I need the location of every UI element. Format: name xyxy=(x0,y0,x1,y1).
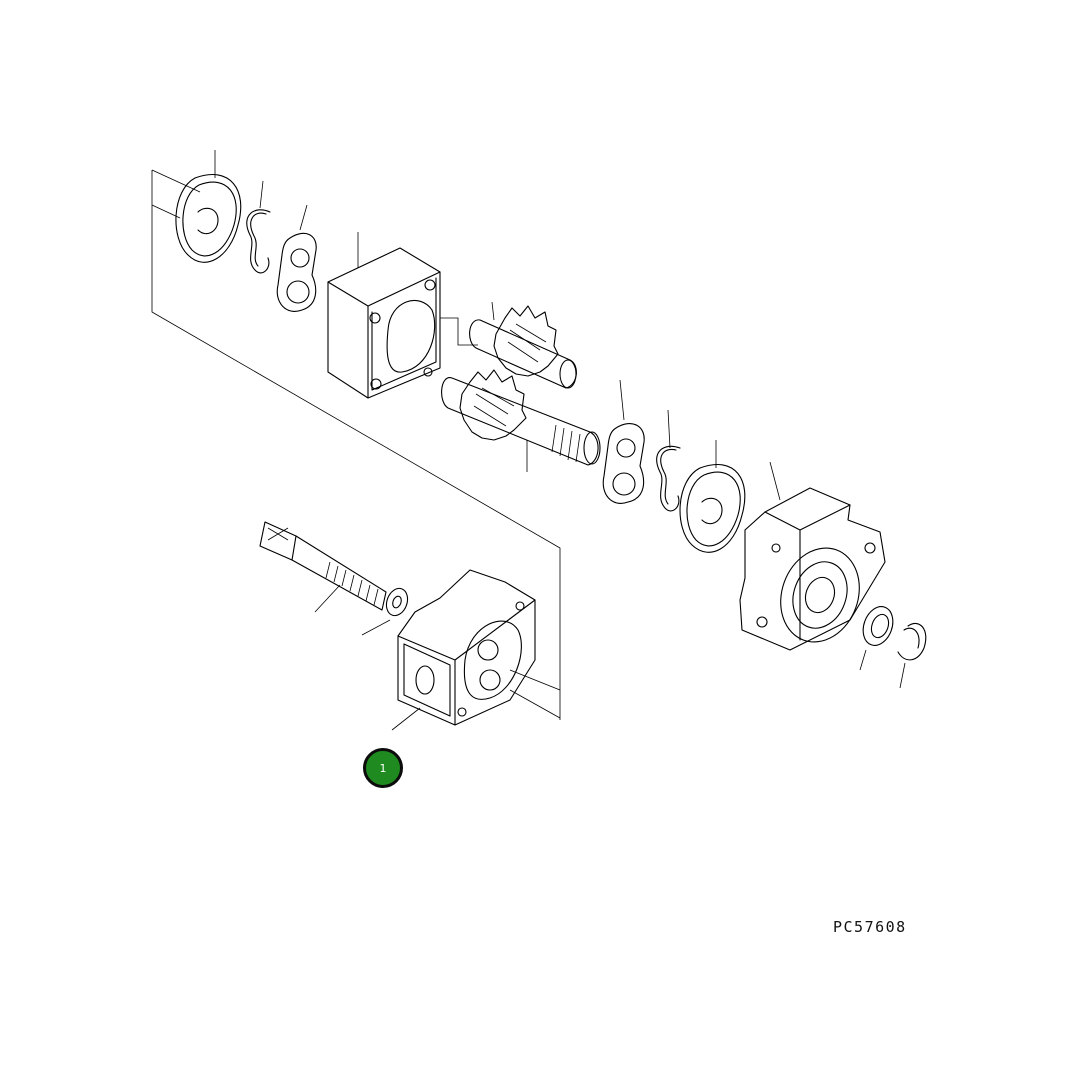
drive-gear-shaft xyxy=(441,369,601,466)
drawing-code: PC57608 xyxy=(833,918,907,936)
seal-ring-right xyxy=(679,463,746,553)
backup-ring-left xyxy=(246,209,271,274)
leader-lines xyxy=(214,150,906,731)
washer xyxy=(385,587,409,617)
oil-seal xyxy=(862,606,894,646)
snap-ring xyxy=(897,622,927,661)
driven-gear-shaft xyxy=(469,305,577,389)
bushing-plate-right xyxy=(602,423,645,504)
assembly-frame-lines xyxy=(151,169,561,720)
bushing-plate-left xyxy=(276,232,317,312)
front-flange xyxy=(739,487,886,651)
rear-cover xyxy=(397,569,536,726)
part-callout-1[interactable]: 1 xyxy=(363,748,403,788)
gear-housing xyxy=(327,247,441,399)
backup-ring-right xyxy=(656,445,681,512)
seal-ring-left xyxy=(175,173,242,263)
through-bolt xyxy=(259,521,387,611)
